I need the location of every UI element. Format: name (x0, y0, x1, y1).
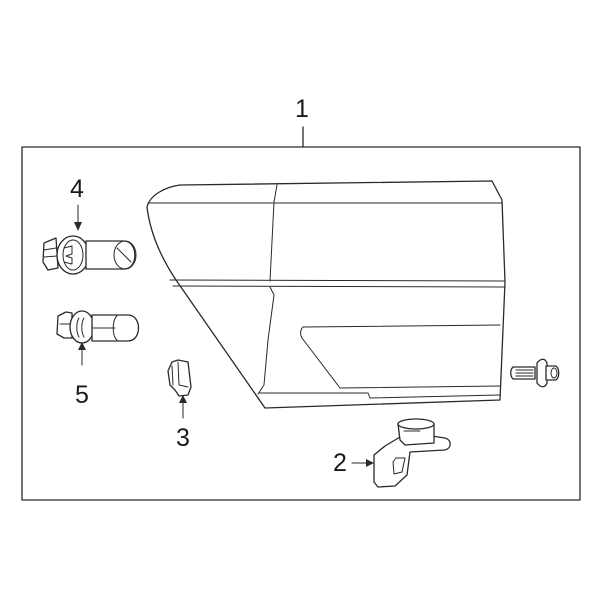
mounting-bracket (373, 418, 451, 488)
callout-2-arrow (351, 459, 374, 467)
callout-5-arrow (78, 342, 86, 366)
callout-4-arrow (74, 204, 82, 231)
push-pin-fastener (510, 358, 560, 388)
clip (167, 359, 192, 397)
bulb-socket-large (42, 235, 137, 275)
callout-5-label: 5 (75, 381, 89, 409)
callout-3-label: 3 (176, 424, 190, 452)
callout-3-arrow (179, 395, 187, 419)
assembly-bracket-box (21, 126, 581, 501)
lamp-housing (146, 180, 506, 409)
callout-4-label: 4 (70, 175, 84, 203)
callout-1-label: 1 (295, 95, 309, 123)
callout-2-label: 2 (333, 449, 347, 477)
bulb-socket-small (56, 310, 140, 344)
